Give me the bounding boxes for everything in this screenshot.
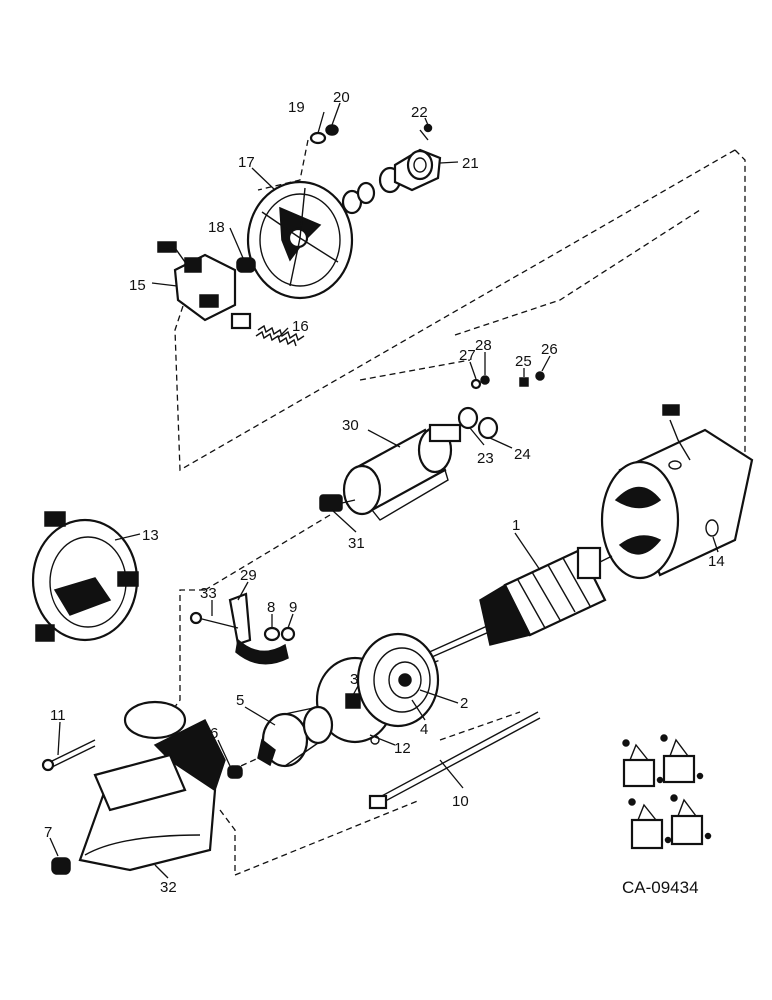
nut-20 bbox=[325, 124, 339, 136]
label-27: 27 bbox=[459, 347, 476, 364]
label-13: 13 bbox=[142, 527, 159, 544]
label-24: 24 bbox=[514, 446, 531, 463]
bushing-18 bbox=[236, 257, 256, 273]
end-frame-17 bbox=[246, 180, 354, 300]
label-25: 25 bbox=[515, 353, 532, 370]
label-11: 11 bbox=[50, 707, 66, 724]
lockwasher-25 bbox=[519, 377, 529, 387]
label-26: 26 bbox=[541, 341, 558, 358]
label-32: 32 bbox=[160, 879, 177, 896]
bushing-6 bbox=[227, 765, 243, 779]
drive-plate-2 bbox=[356, 632, 440, 728]
label-1: 1 bbox=[512, 517, 520, 534]
label-28: 28 bbox=[475, 337, 492, 354]
washer-8 bbox=[263, 626, 281, 642]
spacer-washers bbox=[341, 166, 402, 215]
label-17: 17 bbox=[238, 154, 255, 171]
pivot-bolt-33 bbox=[189, 611, 239, 629]
label-30: 30 bbox=[342, 417, 359, 434]
label-10: 10 bbox=[452, 793, 469, 810]
label-7: 7 bbox=[44, 824, 52, 841]
label-23: 23 bbox=[477, 450, 494, 467]
field-frame-14 bbox=[600, 404, 754, 580]
drawing-code: CA-09434 bbox=[622, 878, 699, 897]
label-9: 9 bbox=[289, 599, 297, 616]
spring-16 bbox=[255, 324, 305, 347]
label-33: 33 bbox=[200, 585, 217, 602]
label-14: 14 bbox=[708, 553, 725, 570]
label-21: 21 bbox=[462, 155, 479, 172]
label-12: 12 bbox=[394, 740, 411, 757]
washer-24 bbox=[477, 416, 499, 440]
label-6: 6 bbox=[210, 725, 218, 742]
label-19: 19 bbox=[288, 99, 305, 116]
label-29: 29 bbox=[240, 567, 257, 584]
washer-23 bbox=[457, 406, 479, 430]
part-labels: 19 20 22 21 17 18 15 16 27 28 25 26 23 2… bbox=[44, 89, 725, 896]
label-22: 22 bbox=[411, 104, 428, 121]
brush-holder-15 bbox=[157, 241, 252, 330]
through-bolt-10 bbox=[368, 711, 541, 810]
nut-26 bbox=[535, 371, 545, 381]
drive-housing-32 bbox=[78, 700, 226, 872]
label-18: 18 bbox=[208, 219, 225, 236]
shift-lever-29 bbox=[228, 592, 289, 665]
label-31: 31 bbox=[348, 535, 365, 552]
brush-plate-13 bbox=[31, 511, 139, 642]
lockwasher-27 bbox=[470, 378, 482, 390]
nut-9 bbox=[280, 626, 296, 642]
solenoid-30 bbox=[342, 423, 462, 521]
leader-lines bbox=[49, 102, 719, 879]
label-2: 2 bbox=[460, 695, 468, 712]
label-3: 3 bbox=[350, 671, 358, 688]
label-15: 15 bbox=[129, 277, 146, 294]
screw-11 bbox=[41, 739, 96, 772]
label-5: 5 bbox=[236, 692, 244, 709]
label-16: 16 bbox=[292, 318, 309, 335]
drive-pinion-5 bbox=[257, 705, 334, 768]
label-4: 4 bbox=[420, 721, 428, 738]
label-8: 8 bbox=[267, 599, 275, 616]
label-20: 20 bbox=[333, 89, 350, 106]
bearing-cap-21 bbox=[393, 148, 442, 192]
brush-inset bbox=[622, 734, 712, 850]
nut-28 bbox=[480, 375, 490, 385]
bushing-7 bbox=[51, 857, 71, 875]
plunger-31 bbox=[319, 494, 356, 512]
washer-19 bbox=[309, 131, 327, 145]
armature-1 bbox=[424, 546, 613, 661]
screw-22 bbox=[419, 123, 433, 141]
